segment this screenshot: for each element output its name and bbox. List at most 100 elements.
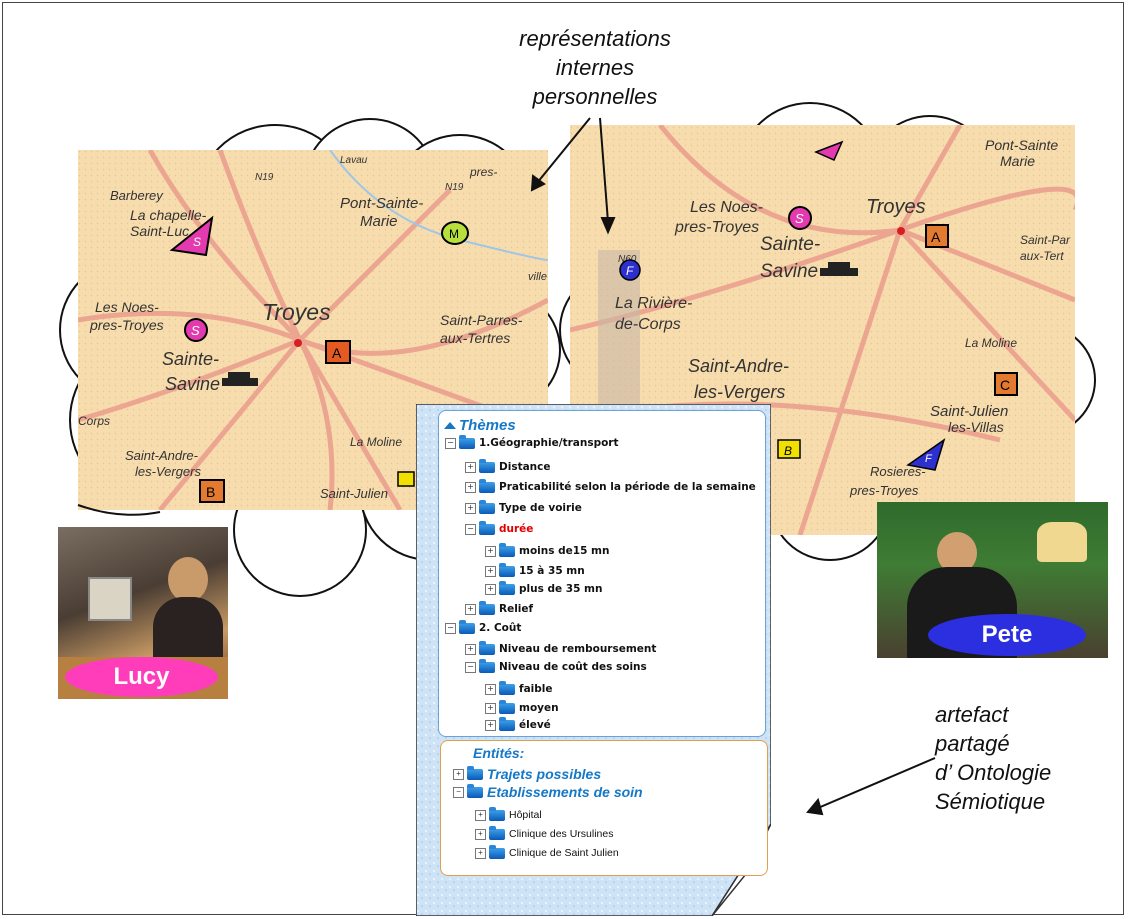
folder-icon (479, 458, 495, 473)
svg-text:les-Vergers: les-Vergers (694, 382, 785, 402)
folder-icon (459, 434, 475, 449)
tree-item-practicability[interactable]: + Praticabilité selon la période de la se… (465, 478, 756, 493)
tree-item-15-35[interactable]: +15 à 35 mn (485, 562, 585, 577)
svg-text:Saint-Julien: Saint-Julien (930, 403, 1008, 420)
lucy-name: Lucy (113, 663, 170, 690)
tree-item-care-cost[interactable]: − Niveau de coût des soins (465, 658, 647, 673)
svg-text:La Moline: La Moline (350, 435, 402, 449)
pete-name: Pete (981, 621, 1033, 648)
expand-icon[interactable]: + (485, 719, 496, 731)
svg-text:Saint-Andre-: Saint-Andre- (125, 448, 199, 463)
svg-text:Saint-Andre-: Saint-Andre- (688, 356, 789, 376)
expand-icon[interactable]: + (465, 643, 476, 655)
expand-icon[interactable]: + (485, 683, 496, 695)
folder-icon (499, 699, 515, 714)
tree-label: élevé (519, 719, 551, 731)
tree-item-hospital[interactable]: +Hôpital (475, 806, 542, 821)
collapse-icon[interactable]: − (465, 523, 476, 535)
tree-item-cost[interactable]: − 2. Coût (445, 619, 522, 634)
svg-text:S: S (795, 211, 804, 226)
tree-item-high[interactable]: + élevé (485, 716, 551, 731)
tree-label: Etablissements de soin (487, 784, 643, 800)
svg-text:Savine: Savine (165, 374, 220, 394)
svg-text:La Moline: La Moline (965, 336, 1017, 350)
expand-icon[interactable]: + (485, 583, 496, 595)
svg-text:C: C (1000, 377, 1010, 393)
tree-item-distance[interactable]: + Distance (465, 458, 551, 473)
tree-label: 2. Coût (479, 622, 522, 634)
tree-label: Niveau de coût des soins (499, 661, 647, 673)
svg-text:F: F (925, 453, 933, 465)
folder-icon (479, 658, 495, 673)
expand-icon[interactable]: + (475, 847, 486, 859)
tree-item-geography[interactable]: − 1.Géographie/transport (445, 434, 619, 449)
tree-label: 1.Géographie/transport (479, 437, 619, 449)
expand-icon[interactable]: + (465, 461, 476, 473)
svg-text:les-Villas: les-Villas (948, 419, 1004, 435)
folder-icon (489, 844, 505, 859)
expand-icon[interactable]: + (465, 481, 476, 493)
expand-icon[interactable]: + (485, 702, 496, 714)
expand-icon[interactable]: + (465, 502, 476, 514)
tree-item-low[interactable]: +faible (485, 680, 553, 695)
folder-icon (499, 680, 515, 695)
themes-header: Thèmes (444, 417, 516, 434)
folder-icon (479, 520, 495, 535)
svg-text:pres-Troyes: pres-Troyes (849, 483, 919, 498)
annotation-internal-representations: représentations internes personnelles (470, 24, 720, 111)
collapse-icon[interactable]: − (465, 661, 476, 673)
tree-item-saint-julien[interactable]: +Clinique de Saint Julien (475, 844, 619, 859)
annotation-line: représentations (519, 26, 671, 51)
tree-item-under-15[interactable]: + moins de15 mn (485, 542, 610, 557)
tree-label: moins de15 mn (519, 545, 610, 557)
folder-icon (499, 542, 515, 557)
tree-item-over-35[interactable]: +plus de 35 mn (485, 580, 602, 595)
tree-label: Distance (499, 461, 551, 473)
tree-item-ursulines[interactable]: +Clinique des Ursulines (475, 825, 613, 840)
svg-text:F: F (626, 264, 634, 278)
lamp-shape (1037, 522, 1087, 562)
entities-panel: Entités: +Trajets possibles −Etablisseme… (440, 740, 768, 876)
expand-icon[interactable]: + (475, 809, 486, 821)
annotation-line: artefact (935, 702, 1009, 727)
svg-text:N19: N19 (445, 182, 464, 193)
svg-text:Troyes: Troyes (866, 196, 926, 218)
tree-item-road-type[interactable]: +Type de voirie (465, 499, 582, 514)
collapse-icon[interactable]: − (445, 437, 456, 449)
pete-name-badge: Pete (928, 614, 1086, 656)
expand-icon[interactable]: + (465, 603, 476, 615)
expand-icon[interactable]: + (485, 565, 496, 577)
svg-text:Barberey: Barberey (110, 188, 164, 203)
tree-label: Trajets possibles (487, 766, 602, 782)
tree-item-duration[interactable]: −durée (465, 520, 533, 535)
folder-icon (499, 562, 515, 577)
person-head-shape (168, 557, 208, 602)
tree-label: Niveau de remboursement (499, 643, 657, 655)
tree-item-routes[interactable]: + Trajets possibles (453, 765, 602, 782)
expand-icon[interactable]: + (485, 545, 496, 557)
tree-item-relief[interactable]: + Relief (465, 600, 534, 615)
svg-text:S: S (191, 323, 200, 338)
svg-text:pres-Troyes: pres-Troyes (674, 219, 759, 236)
svg-text:N60: N60 (618, 254, 637, 265)
svg-text:La Rivière-: La Rivière- (615, 295, 692, 312)
expand-icon[interactable]: + (453, 768, 464, 780)
svg-text:Marie: Marie (360, 213, 398, 230)
left-cloud: Barberey La chapelle- Saint-Luc Pont-Sai… (59, 118, 561, 597)
svg-text:Saint-Luc: Saint-Luc (130, 223, 189, 239)
tree-item-medium[interactable]: +moyen (485, 699, 559, 714)
collapse-icon[interactable]: − (453, 786, 464, 798)
tree-label: Praticabilité selon la période de la sem… (499, 481, 756, 493)
expand-icon[interactable]: + (475, 828, 486, 840)
tree-item-reimbursement[interactable]: + Niveau de remboursement (465, 640, 657, 655)
person-body-shape (153, 597, 223, 667)
svg-text:Les Noes-: Les Noes- (690, 199, 763, 216)
tree-label: Relief (499, 603, 534, 615)
lucy-name-badge: Lucy (65, 657, 218, 697)
svg-text:N19: N19 (255, 172, 274, 183)
collapse-icon[interactable]: − (445, 622, 456, 634)
annotation-line: personnelles (532, 84, 658, 109)
tree-item-care-facilities[interactable]: − Etablissements de soin (453, 783, 643, 800)
svg-text:Les Noes-: Les Noes- (95, 299, 159, 315)
